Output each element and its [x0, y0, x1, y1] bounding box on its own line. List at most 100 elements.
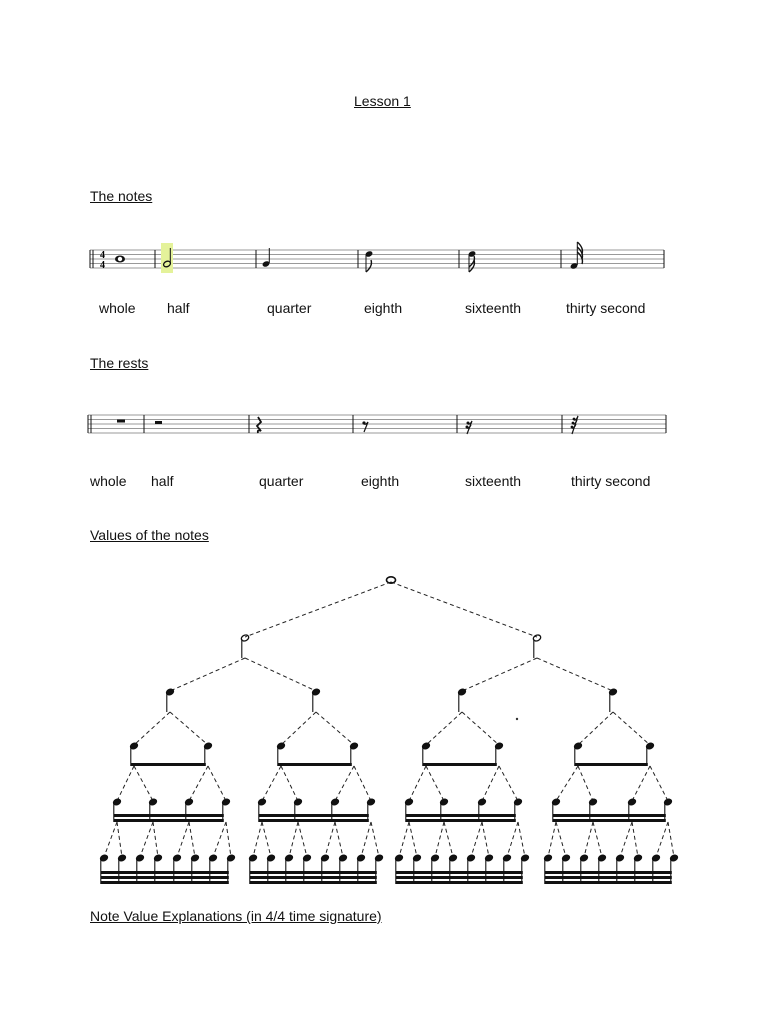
tree-connector-line [498, 765, 519, 802]
tree-connector-line [425, 765, 445, 802]
tree-connector-line [470, 821, 483, 858]
sixteenth-rest-symbol [465, 420, 473, 435]
note-label-thirty-second: thirty second [566, 300, 646, 316]
tree-connector-line [133, 711, 171, 746]
tree-connector-line [207, 765, 227, 802]
note-label-whole: whole [99, 300, 136, 316]
tree-connector-line [225, 821, 232, 858]
tree-beam [544, 881, 672, 884]
note-label-quarter: quarter [267, 300, 312, 316]
tree-connector-line [481, 821, 490, 858]
rest-label-sixteenth: sixteenth [465, 473, 522, 489]
half-rest-symbol [155, 421, 162, 424]
tree-beam [100, 881, 229, 884]
tree-beam [574, 763, 648, 766]
tree-connector-line [116, 821, 123, 858]
quarter-note-symbol [262, 248, 270, 267]
tree-beam [130, 763, 206, 766]
rest-label-eighth: eighth [361, 473, 400, 489]
tree-connector-line [631, 821, 639, 858]
tree-beam [395, 881, 523, 884]
tree-connector-line [252, 821, 263, 858]
tree-connector-line [324, 821, 336, 858]
time-signature-top: 4 [100, 250, 105, 261]
values-heading: Values of the notes [90, 527, 209, 543]
tree-connector-line [103, 821, 118, 858]
tree-connector-line [133, 765, 154, 802]
tree-beam [249, 871, 377, 874]
whole-rest-symbol [117, 419, 125, 423]
tree-connector-line [390, 581, 538, 638]
tree-connector-line [577, 711, 614, 746]
tree-connector-line [261, 765, 282, 802]
tree-connector-line [461, 657, 538, 692]
thirty-second-rest-symbol [570, 415, 579, 435]
tree-connector-line [280, 765, 299, 802]
tree-connector-line [261, 821, 272, 858]
tree-connector-line [334, 821, 344, 858]
tree-connector-line [398, 821, 410, 858]
eighth-note-symbol [365, 251, 373, 273]
half-note-symbol [162, 248, 172, 268]
tree-beam [544, 871, 672, 874]
eighth-rest-symbol [362, 421, 369, 433]
tree-connector-line [280, 711, 317, 746]
tree-beam [277, 763, 352, 766]
tree-connector-line [244, 657, 317, 692]
rest-label-thirty-second: thirty second [571, 473, 651, 489]
tree-connector-line [461, 711, 500, 746]
time-signature-bottom: 4 [100, 260, 105, 271]
tree-connector-line [619, 821, 633, 858]
tree-connector-line [408, 821, 418, 858]
tree-connector-line [425, 711, 463, 746]
tree-connector-line [116, 765, 135, 802]
tree-connector-line [555, 821, 567, 858]
rests-heading: The rests [90, 355, 149, 371]
tree-connector-line [667, 821, 675, 858]
explanations-heading: Note Value Explanations (in 4/4 time sig… [90, 908, 382, 924]
tree-beam [395, 876, 523, 879]
tree-connector-line [360, 821, 372, 858]
tree-beam [258, 819, 369, 822]
rest-label-half: half [151, 473, 174, 489]
tree-whole-note [385, 575, 397, 584]
tree-connector-line [547, 821, 557, 858]
tree-connector-line [188, 765, 209, 802]
note-label-sixteenth: sixteenth [465, 300, 522, 316]
tree-connector-line [443, 821, 454, 858]
tree-beam [249, 876, 377, 879]
scan-speck [515, 717, 519, 721]
tree-connector-line [481, 765, 500, 802]
page-title: Lesson 1 [354, 93, 411, 109]
tree-beam [258, 814, 369, 817]
tree-connector-line [555, 765, 579, 802]
tree-beam [405, 814, 516, 817]
tree-connector-line [315, 711, 355, 746]
tree-beam [405, 819, 516, 822]
tree-connector-line [244, 581, 392, 638]
tree-connector-line [152, 821, 159, 858]
tree-beam [422, 763, 497, 766]
tree-beam [100, 876, 229, 879]
tree-connector-line [649, 765, 669, 802]
tree-connector-line [408, 765, 427, 802]
tree-beam [544, 876, 672, 879]
tree-connector-line [169, 657, 246, 692]
tree-connector-line [139, 821, 154, 858]
tree-beam [100, 871, 229, 874]
tree-beam [552, 819, 666, 822]
tree-connector-line [188, 821, 196, 858]
tree-connector-line [169, 711, 209, 746]
notes-heading: The notes [90, 188, 153, 204]
tree-connector-line [370, 821, 380, 858]
tree-connector-line [655, 821, 669, 858]
tree-connector-line [288, 821, 299, 858]
tree-connector-line [434, 821, 445, 858]
tree-connector-line [334, 765, 355, 802]
tree-beam [113, 814, 224, 817]
tree-connector-line [506, 821, 519, 858]
note-label-eighth: eighth [364, 300, 403, 316]
